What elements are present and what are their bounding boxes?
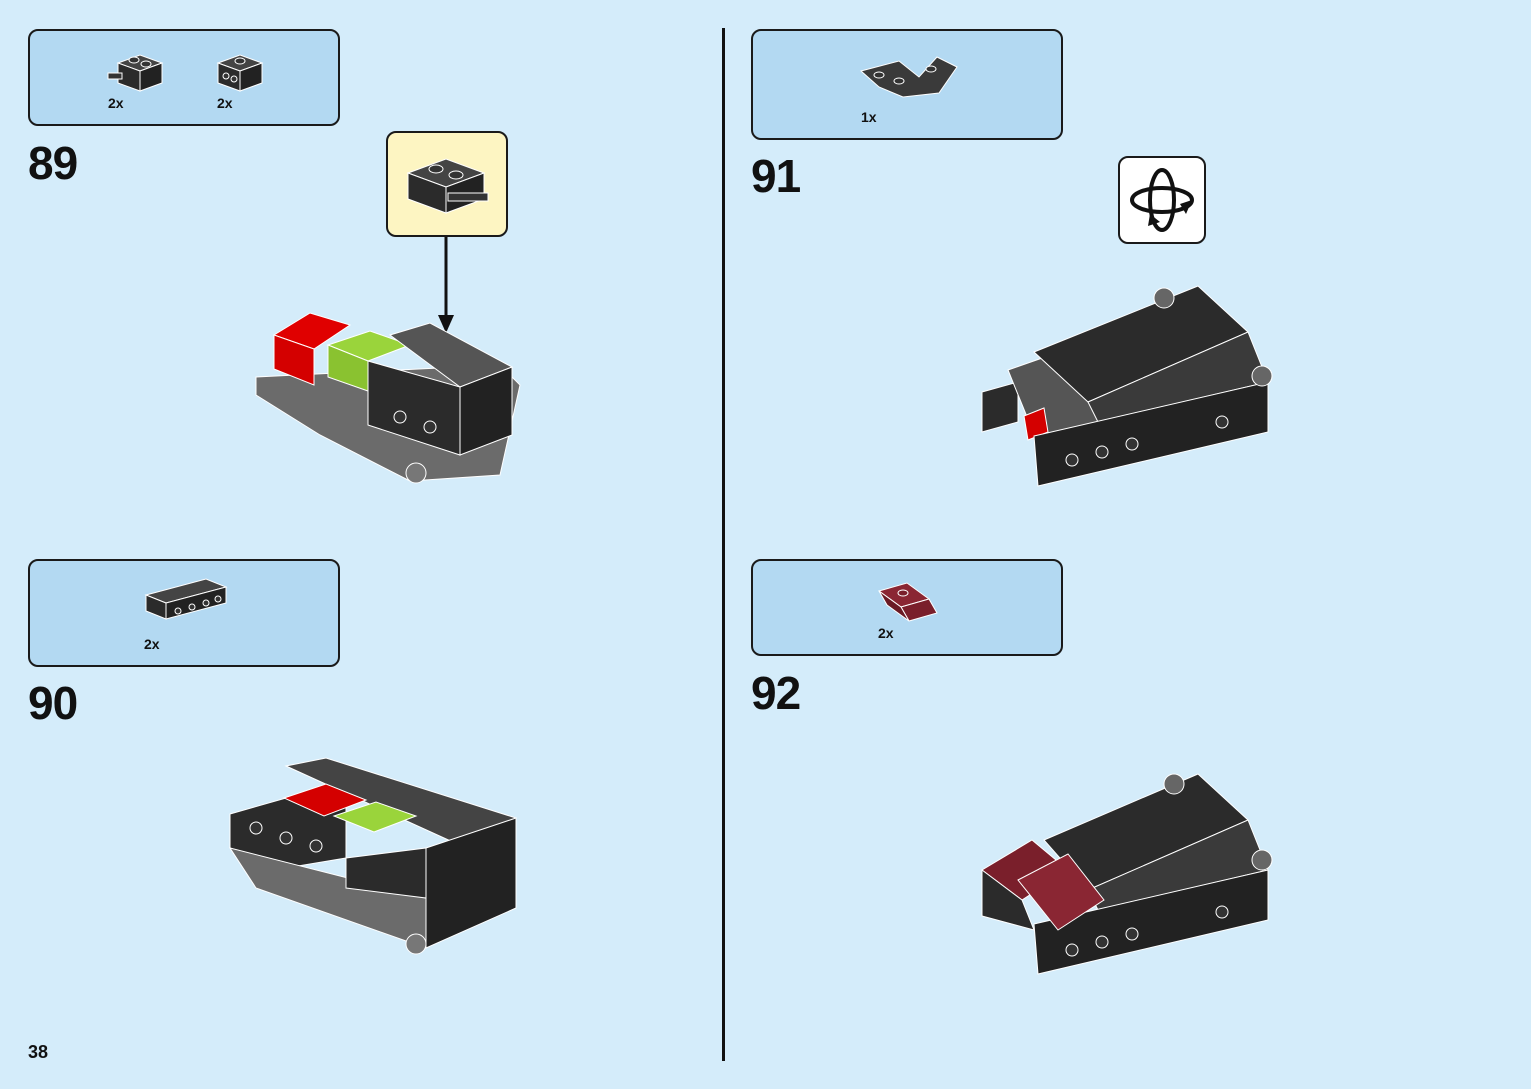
part-quantity: 1x: [861, 109, 877, 125]
dark-red-curved-slope-icon: [877, 582, 938, 622]
black-1x4-brick-with-side-studs-icon: [144, 578, 228, 620]
page-number: 38: [28, 1042, 49, 1062]
step-number: 89: [28, 137, 78, 189]
step-number: 92: [751, 667, 801, 719]
part-quantity: 2x: [878, 625, 894, 641]
model-assembly-step-90: [228, 757, 518, 955]
parts-list-box: 2x: [751, 559, 1063, 656]
black-brick-with-clip-icon: [107, 54, 164, 92]
part-quantity: 2x: [144, 636, 160, 652]
parts-list-box: 2x: [28, 559, 340, 667]
black-brick-with-studs-sideways-icon: [216, 54, 264, 92]
rotate-model-indicator: [1118, 156, 1206, 244]
page-divider: [722, 28, 725, 1061]
part-quantity: 2x: [108, 95, 124, 111]
model-assembly-step-92: [981, 773, 1273, 975]
step-number: 91: [751, 150, 801, 202]
step-number: 90: [28, 677, 78, 729]
model-assembly-step-91: [981, 285, 1273, 487]
parts-list-box: 1x: [751, 29, 1063, 140]
black-brick-with-clip-icon: [406, 158, 489, 214]
parts-list-box: 2x 2x: [28, 29, 340, 126]
placement-arrow: [438, 237, 454, 333]
model-assembly-step-89: [255, 312, 521, 484]
rotate-model-icon: [1130, 168, 1194, 232]
part-quantity: 2x: [217, 95, 233, 111]
black-inverted-slope-bracket-icon: [859, 56, 958, 98]
sub-assembly-callout: [386, 131, 508, 237]
